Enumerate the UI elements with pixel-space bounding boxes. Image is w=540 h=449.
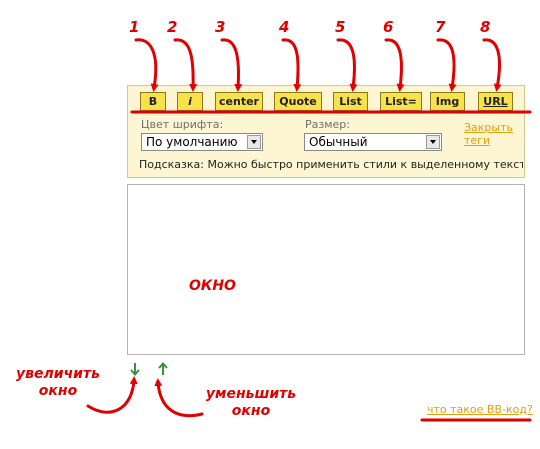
enlarge-annotation: увеличить окно	[16, 366, 100, 399]
font-size-label: Размер:	[305, 118, 350, 131]
list-button[interactable]: List	[333, 92, 368, 111]
image-button[interactable]: Img	[430, 92, 465, 111]
window-annotation: ОКНО	[189, 278, 236, 294]
close-tags-link[interactable]: Закрыть теги	[464, 121, 513, 147]
url-button[interactable]: URL	[478, 92, 513, 111]
bbcode-help-link[interactable]: что такое BB-код?	[427, 403, 533, 416]
chevron-down-icon	[247, 135, 261, 149]
ordered-list-button[interactable]: List=	[380, 92, 422, 111]
quote-button[interactable]: Quote	[274, 92, 322, 111]
message-textarea[interactable]	[127, 184, 525, 355]
font-size-value: Обычный	[309, 135, 368, 149]
annotation-number: 6	[383, 18, 394, 36]
font-color-select[interactable]: По умолчанию	[141, 133, 263, 151]
font-size-select[interactable]: Обычный	[304, 133, 442, 151]
chevron-down-icon	[426, 135, 440, 149]
annotation-number: 2	[167, 18, 178, 36]
font-color-label: Цвет шрифта:	[141, 118, 224, 131]
editor-toolbar-panel: B i center Quote List List= Img URL Цвет…	[127, 85, 525, 178]
italic-button[interactable]: i	[177, 92, 203, 111]
center-button[interactable]: center	[215, 92, 263, 111]
font-color-value: По умолчанию	[146, 135, 238, 149]
annotation-number: 8	[480, 18, 491, 36]
arrow-up-icon[interactable]	[157, 362, 169, 376]
annotation-number: 3	[215, 18, 226, 36]
annotation-number: 5	[335, 18, 346, 36]
annotation-number: 4	[279, 18, 290, 36]
bold-button[interactable]: B	[140, 92, 166, 111]
hint-text: Подсказка: Можно быстро применить стили …	[139, 158, 523, 171]
shrink-annotation: уменьшить окно	[205, 386, 297, 419]
annotation-number: 1	[129, 18, 140, 36]
arrow-down-icon[interactable]	[129, 362, 141, 376]
annotation-number: 7	[435, 18, 446, 36]
